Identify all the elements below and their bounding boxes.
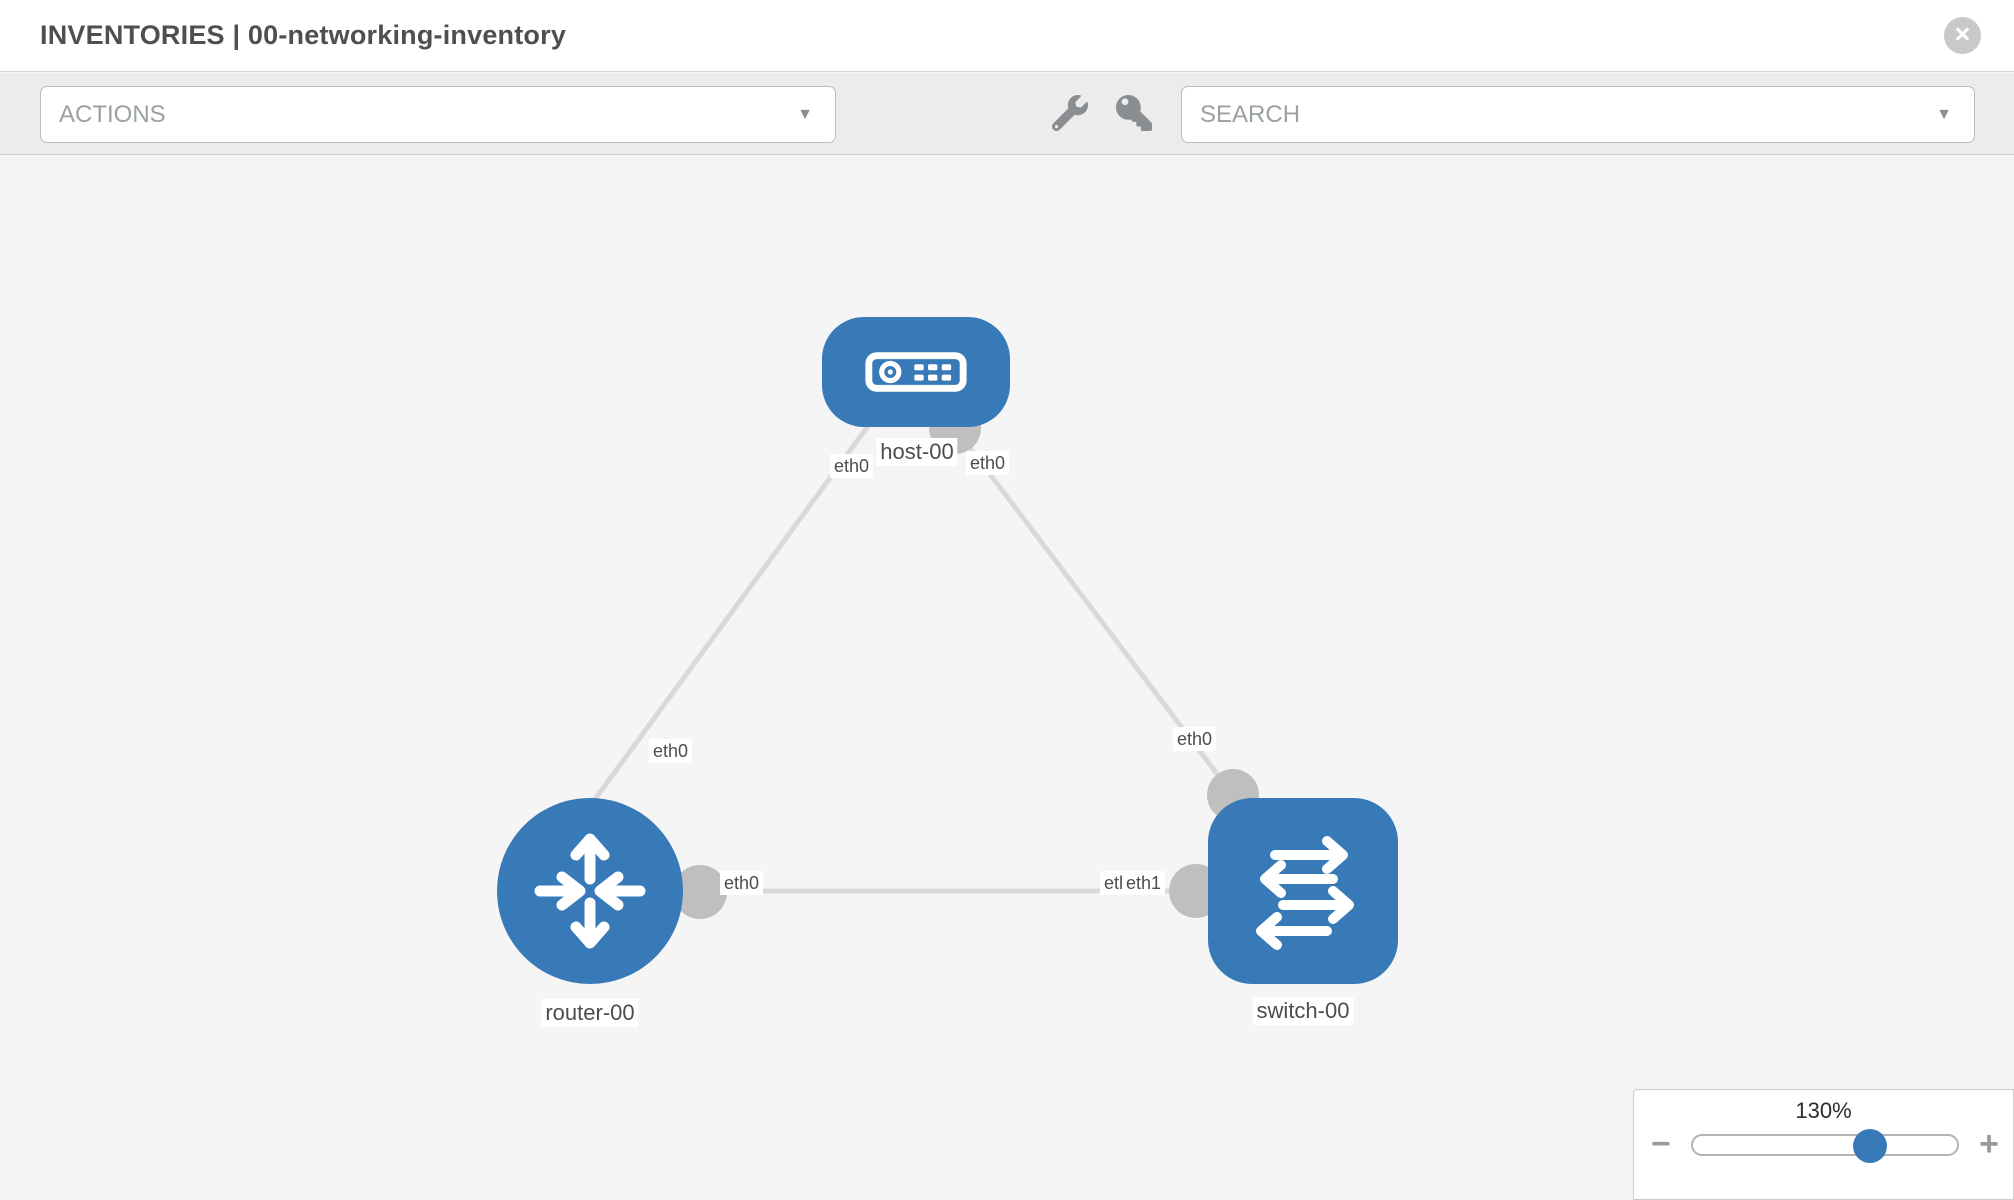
interface-label: eth0	[830, 454, 874, 478]
actions-dropdown-label: ACTIONS	[59, 101, 166, 128]
zoom-slider-track[interactable]	[1691, 1129, 1959, 1163]
header-bar: INVENTORIES | 00-networking-inventory ×	[0, 0, 2014, 72]
node-router-00[interactable]	[497, 798, 683, 984]
zoom-out-button[interactable]: −	[1651, 1125, 1671, 1163]
host-icon	[865, 352, 967, 392]
link-host-router	[587, 424, 871, 808]
node-switch-00[interactable]	[1208, 798, 1398, 984]
zoom-controls: − +	[1634, 1126, 2013, 1166]
interface-label: eth0	[720, 871, 764, 895]
interface-label: eth0	[1173, 727, 1217, 751]
topology-canvas[interactable]: eth0 eth0 eth0 eth0 eth0 eth0 eth1 host-…	[0, 156, 2014, 1200]
node-host-00[interactable]	[822, 317, 1010, 427]
router-icon	[534, 833, 646, 949]
node-label-host-00: host-00	[876, 438, 958, 466]
toolbar: ACTIONS ▼ SEARCH ▼	[0, 73, 2014, 155]
interface-label: eth0	[649, 739, 693, 763]
chevron-down-icon: ▼	[1936, 106, 1952, 123]
search-dropdown[interactable]: SEARCH ▼	[1181, 86, 1975, 143]
node-label-switch-00: switch-00	[1252, 997, 1354, 1025]
chevron-down-icon: ▼	[797, 106, 813, 123]
wrench-icon[interactable]	[1051, 94, 1088, 132]
interface-label: eth0	[966, 451, 1010, 475]
key-icon[interactable]	[1116, 95, 1152, 131]
close-icon[interactable]: ×	[1944, 17, 1981, 54]
zoom-in-button[interactable]: +	[1979, 1125, 1999, 1163]
interface-label: eth1	[1122, 871, 1166, 895]
search-dropdown-label: SEARCH	[1200, 101, 1301, 128]
switch-icon	[1256, 836, 1354, 950]
actions-dropdown[interactable]: ACTIONS ▼	[40, 86, 836, 143]
zoom-slider-handle[interactable]	[1853, 1129, 1887, 1163]
node-label-router-00: router-00	[541, 999, 639, 1027]
zoom-panel: 130% − +	[1633, 1089, 2014, 1200]
zoom-level: 130%	[1795, 1098, 1852, 1123]
topology-links	[587, 424, 1235, 894]
page-title: INVENTORIES | 00-networking-inventory	[40, 20, 567, 50]
